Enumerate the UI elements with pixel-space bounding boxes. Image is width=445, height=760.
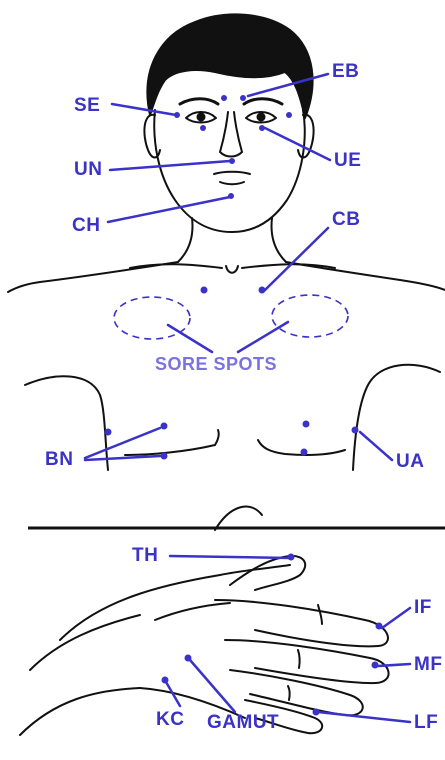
torso-illustration xyxy=(8,262,445,530)
knuckle-crease-3 xyxy=(288,686,290,700)
label-sore-spots: SORE SPOTS xyxy=(155,355,277,373)
label-th: TH xyxy=(132,546,158,565)
left-ear xyxy=(144,115,160,158)
point-ue-left xyxy=(200,125,206,131)
leader-ue xyxy=(265,128,330,160)
knuckle-crease-2 xyxy=(298,650,300,668)
right-eyebrow xyxy=(244,99,282,104)
left-shoulder xyxy=(8,262,178,292)
point-bn-lower-left xyxy=(161,453,168,460)
point-if xyxy=(376,623,383,630)
label-un: UN xyxy=(74,160,102,179)
neck-left xyxy=(178,218,192,262)
right-sore-spot-area xyxy=(272,295,348,337)
lower-arm xyxy=(30,615,140,670)
label-lf: LF xyxy=(414,713,438,732)
label-kc: KC xyxy=(156,710,184,729)
leader-ua xyxy=(360,432,392,460)
label-cb: CB xyxy=(332,210,360,229)
point-se-left xyxy=(174,112,180,118)
leader-if xyxy=(382,608,410,628)
leader-se xyxy=(112,104,176,115)
label-bn: BN xyxy=(45,450,73,469)
point-bn-upper-left xyxy=(161,423,168,430)
point-eb-right xyxy=(240,95,246,101)
label-mf: MF xyxy=(414,655,442,674)
leader-un xyxy=(110,161,230,170)
point-mf xyxy=(372,662,379,669)
point-un xyxy=(229,158,235,164)
label-ch: CH xyxy=(72,216,100,235)
label-if: IF xyxy=(414,598,432,617)
right-shoulder xyxy=(286,262,445,290)
right-pupil xyxy=(258,114,265,121)
label-ua: UA xyxy=(396,452,424,471)
hand-crease xyxy=(155,603,230,620)
point-cb-left xyxy=(201,287,208,294)
lower-lip xyxy=(220,182,244,184)
point-bn-upper-right xyxy=(303,421,310,428)
point-bn-lower-right xyxy=(301,449,308,456)
point-eb-left xyxy=(221,95,227,101)
point-ua-right xyxy=(352,427,359,434)
label-se: SE xyxy=(74,96,100,115)
hands-illustration xyxy=(20,556,389,735)
leader-cb xyxy=(265,228,328,290)
label-eb: EB xyxy=(332,62,359,81)
thumb xyxy=(230,556,305,590)
point-cb-right xyxy=(259,287,266,294)
point-th xyxy=(288,554,295,561)
point-ue-right xyxy=(259,125,265,131)
nose xyxy=(220,112,242,157)
point-lf xyxy=(313,709,320,716)
leader-lf xyxy=(318,712,410,722)
point-gamut xyxy=(185,655,192,662)
left-eyebrow xyxy=(180,99,218,104)
point-ch xyxy=(228,193,234,199)
left-pupil xyxy=(198,114,205,121)
jugular-notch xyxy=(226,266,238,273)
label-gamut: GAMUT xyxy=(207,713,279,732)
knuckle-crease-1 xyxy=(318,605,322,624)
ring-finger xyxy=(230,670,363,715)
lower-arm-bottom xyxy=(20,688,140,735)
left-pec xyxy=(125,430,219,455)
point-se-right xyxy=(286,112,292,118)
navel-hint xyxy=(215,507,262,530)
mouth xyxy=(214,172,250,174)
neck-right xyxy=(272,218,286,262)
point-ua-left xyxy=(105,429,112,436)
point-kc xyxy=(162,677,169,684)
leader-sore-left xyxy=(168,325,212,352)
leader-bn-lower xyxy=(85,456,160,460)
leader-ch xyxy=(108,197,230,222)
label-ue: UE xyxy=(334,151,361,170)
leader-sore-right xyxy=(238,322,288,352)
leader-th xyxy=(170,556,290,558)
hair xyxy=(147,14,312,118)
